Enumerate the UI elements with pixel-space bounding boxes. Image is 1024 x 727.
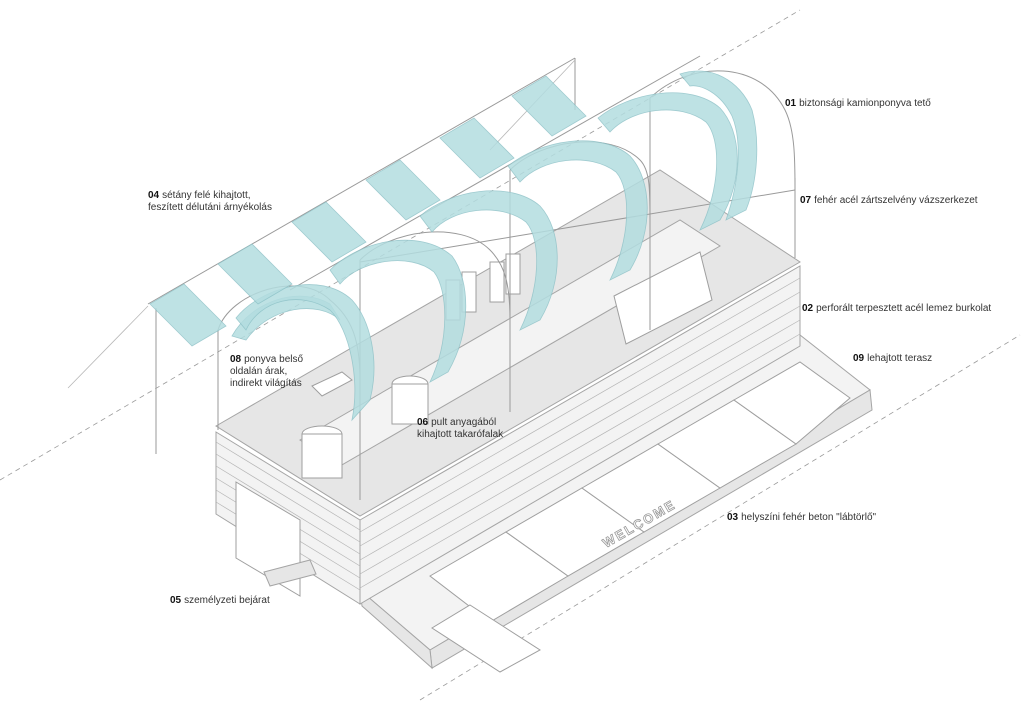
counter-slats [215,277,801,591]
front-terrace: WELCOME [359,334,873,673]
awning-stripes [149,75,587,347]
canopy-stripes [231,70,758,422]
mat-tiles [429,361,851,673]
